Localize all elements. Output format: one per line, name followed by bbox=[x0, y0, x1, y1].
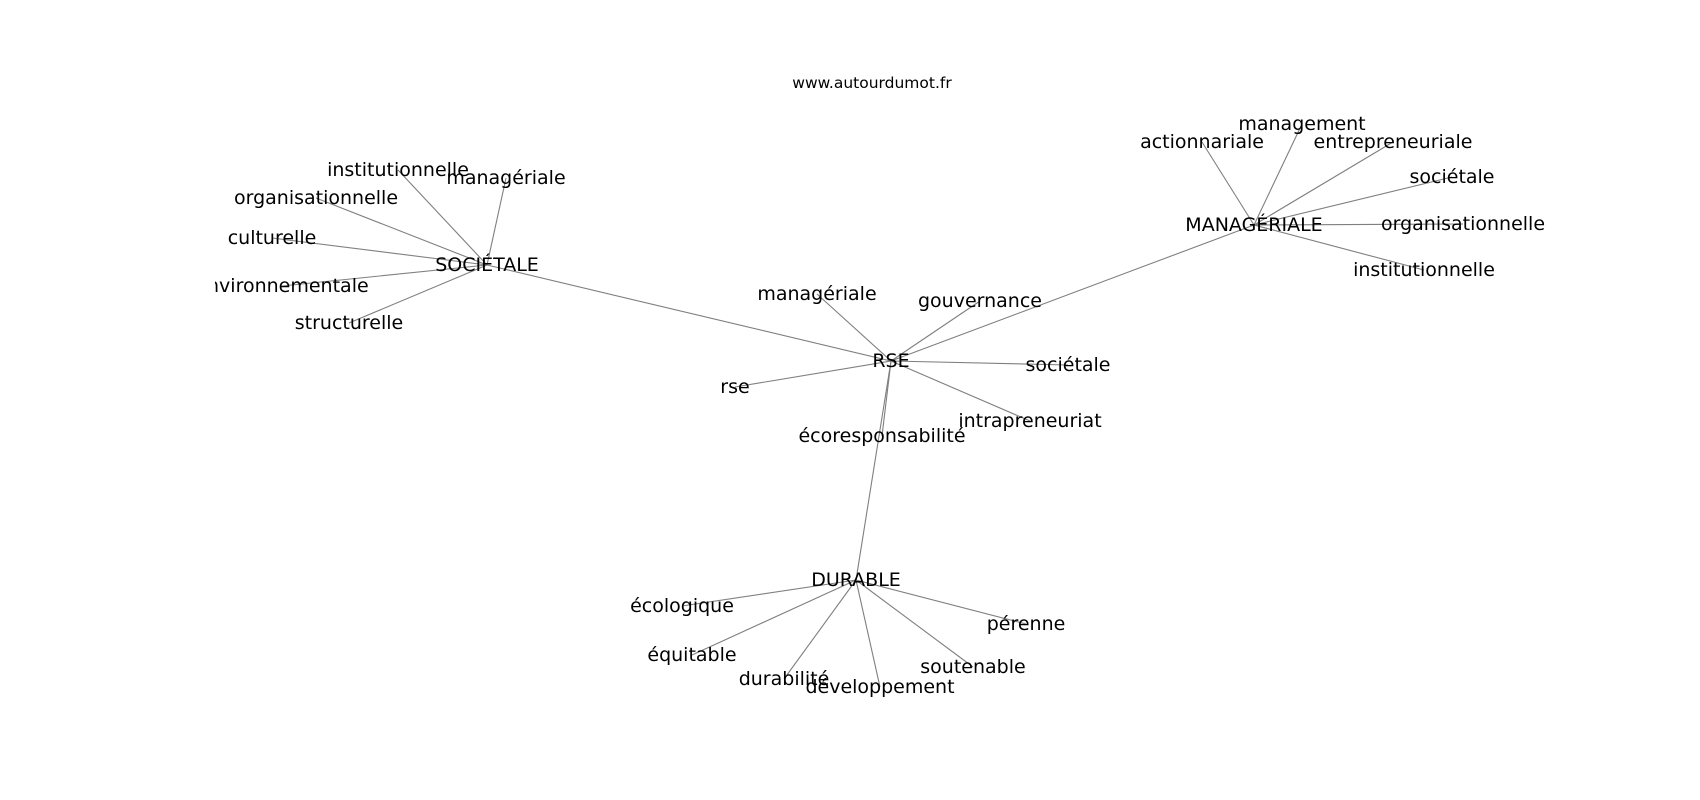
edge-societale-hub-soc-manageriale bbox=[486, 177, 507, 266]
hub-node-rse-hub: RSE bbox=[872, 350, 909, 372]
edge-durable-hub-dur-equitable bbox=[691, 579, 857, 656]
word-node-rse-societale: sociétale bbox=[1026, 354, 1111, 376]
edge-rse-hub-rse-gouvernance bbox=[890, 300, 981, 362]
edge-durable-hub-dur-ecologique bbox=[681, 579, 857, 607]
hub-node-durable-hub: DURABLE bbox=[811, 569, 901, 591]
word-node-rse-rse: rse bbox=[720, 376, 749, 398]
word-node-soc-institutionnelle: institutionnelle bbox=[327, 159, 469, 181]
word-node-soc-organisationnelle: organisationnelle bbox=[234, 187, 398, 209]
edge-manageriale-hub-man-institutionnelle bbox=[1253, 224, 1425, 271]
word-node-dur-soutenable: soutenable bbox=[920, 656, 1025, 678]
edge-layer bbox=[271, 123, 1464, 688]
edge-societale-hub-soc-organisationnelle bbox=[315, 197, 488, 266]
word-node-dur-ecologique: écologique bbox=[630, 595, 734, 617]
edge-rse-hub-rse-rse bbox=[734, 360, 892, 388]
edge-rse-hub-societale-hub bbox=[486, 264, 892, 362]
edge-manageriale-hub-man-management bbox=[1253, 123, 1303, 226]
edge-societale-hub-soc-culturelle bbox=[271, 237, 488, 266]
edge-manageriale-hub-man-entrepreneuriale bbox=[1253, 141, 1394, 226]
edge-manageriale-hub-man-societale bbox=[1253, 176, 1453, 226]
hub-node-manageriale-hub: MANAGÉRIALE bbox=[1185, 213, 1322, 236]
edge-rse-hub-rse-societale bbox=[890, 360, 1069, 366]
word-node-dur-durabilite: durabilité bbox=[739, 668, 830, 690]
edge-rse-hub-manageriale-hub bbox=[890, 224, 1255, 362]
word-node-soc-structurelle: structurelle bbox=[295, 312, 403, 334]
edge-rse-hub-rse-manageriale bbox=[816, 293, 892, 362]
word-node-man-management: management bbox=[1238, 113, 1365, 135]
edge-rse-hub-rse-intrapreneuriat bbox=[890, 360, 1031, 422]
word-node-man-institutionnelle: institutionnelle bbox=[1353, 259, 1495, 281]
edge-societale-hub-soc-structurelle bbox=[348, 264, 488, 324]
word-node-soc-culturelle: culturelle bbox=[228, 227, 317, 249]
edge-rse-hub-durable-hub bbox=[855, 360, 892, 581]
word-node-rse-ecoresponsabilite: écoresponsabilité bbox=[798, 425, 965, 447]
word-node-man-actionnariale: actionnariale bbox=[1140, 131, 1264, 153]
word-node-rse-gouvernance: gouvernance bbox=[918, 290, 1042, 312]
edge-manageriale-hub-man-organisationnelle bbox=[1253, 223, 1464, 226]
word-node-soc-environnementale: environnementale bbox=[195, 275, 368, 297]
edge-societale-hub-soc-institutionnelle bbox=[397, 169, 488, 266]
edge-durable-hub-dur-developpement bbox=[855, 579, 881, 688]
edge-rse-hub-rse-ecoresponsabilite bbox=[881, 360, 892, 437]
edge-manageriale-hub-man-actionnariale bbox=[1201, 141, 1255, 226]
site-url: www.autourdumot.fr bbox=[792, 74, 952, 92]
edge-societale-hub-soc-environnementale bbox=[281, 264, 488, 287]
word-node-dur-developpement: développement bbox=[805, 676, 954, 698]
label-layer: RSE SOCIÉTALE MANAGÉRIALE DURABLE managérial… bbox=[195, 113, 1545, 698]
word-node-man-societale: sociétale bbox=[1410, 166, 1495, 188]
word-node-dur-perenne: pérenne bbox=[987, 613, 1066, 635]
word-node-rse-intrapreneuriat: intrapreneuriat bbox=[958, 410, 1101, 432]
word-node-rse-manageriale: managériale bbox=[757, 283, 876, 305]
hub-node-societale-hub: SOCIÉTALE bbox=[435, 253, 539, 276]
edge-durable-hub-dur-durabilite bbox=[783, 579, 857, 680]
edge-durable-hub-dur-soutenable bbox=[855, 579, 974, 668]
edge-durable-hub-dur-perenne bbox=[855, 579, 1027, 625]
word-node-dur-equitable: équitable bbox=[647, 644, 736, 666]
word-node-man-entrepreneuriale: entrepreneuriale bbox=[1314, 131, 1473, 153]
word-node-soc-manageriale: managériale bbox=[446, 167, 565, 189]
word-node-man-organisationnelle: organisationnelle bbox=[1381, 213, 1545, 235]
